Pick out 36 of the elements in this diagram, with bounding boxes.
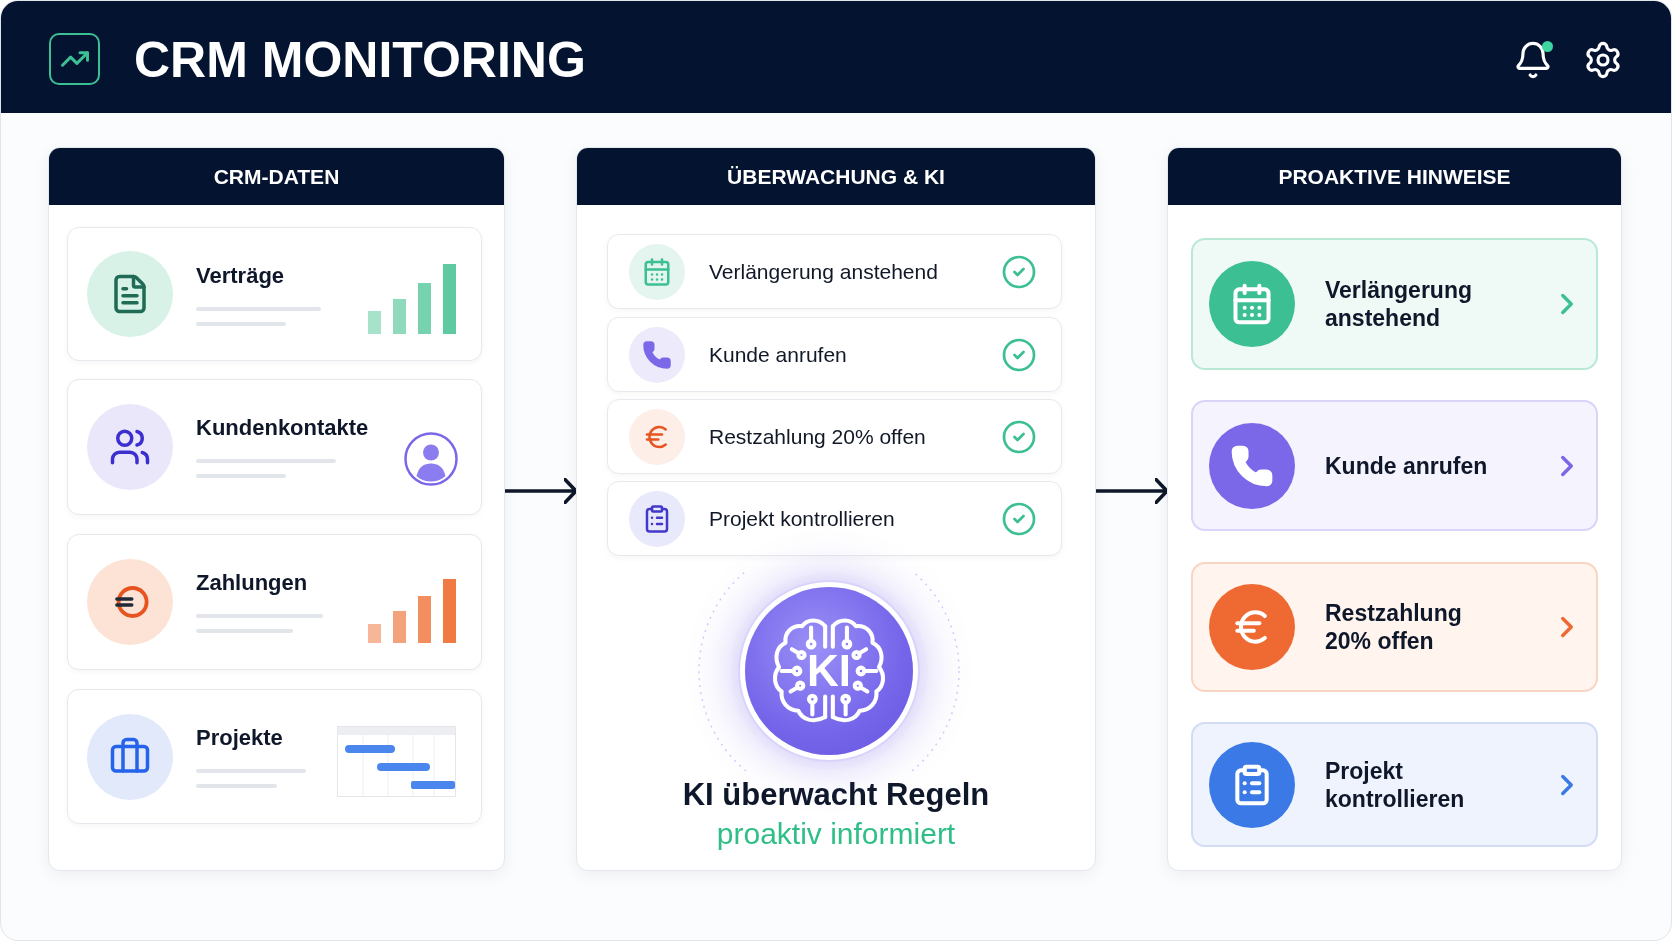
card-title: Projekte xyxy=(196,725,283,751)
notice-label: Restzahlung 20% offen xyxy=(1325,599,1463,655)
notice-card xyxy=(1191,400,1598,531)
row-label: Restzahlung 20% offen xyxy=(709,423,926,450)
row-label: Kunde anrufen xyxy=(709,341,847,368)
arrow xyxy=(1094,477,1169,505)
notice-card xyxy=(1191,238,1598,370)
caption-subtitle: proaktiv informiert xyxy=(716,817,956,851)
panel-card xyxy=(1167,147,1622,871)
panel-card xyxy=(48,147,505,871)
row-label: Projekt kontrollieren xyxy=(709,505,895,532)
card-title: Zahlungen xyxy=(196,570,308,596)
data-card xyxy=(67,227,482,361)
data-card xyxy=(67,689,482,824)
caption-title: KI überwacht Regeln xyxy=(682,777,990,813)
notice-label: Kunde anrufen xyxy=(1325,451,1488,480)
page-title: CRM MONITORING xyxy=(134,31,586,89)
notice-card xyxy=(1191,562,1598,692)
data-card xyxy=(67,379,482,515)
notice-label: Verlängerung anstehend xyxy=(1325,276,1473,332)
alert-row xyxy=(607,399,1062,474)
panel-heading: ÜBERWACHUNG & KI xyxy=(727,163,945,190)
arrow xyxy=(503,477,578,505)
row-label: Verlängerung anstehend xyxy=(709,258,938,285)
data-card xyxy=(67,534,482,670)
alert-row xyxy=(607,234,1062,309)
ai-label: KI xyxy=(807,648,851,694)
panel-heading: PROAKTIVE HINWEISE xyxy=(1278,163,1511,190)
panel-card xyxy=(576,147,1096,871)
panel-heading: CRM-DATEN xyxy=(213,163,340,190)
notice-label: Projekt kontrollieren xyxy=(1325,756,1466,813)
card-title: Verträge xyxy=(196,263,285,289)
notice-card xyxy=(1191,722,1598,847)
card-title: Kundenkontakte xyxy=(196,415,369,441)
alert-row xyxy=(607,481,1062,556)
alert-row xyxy=(607,317,1062,392)
